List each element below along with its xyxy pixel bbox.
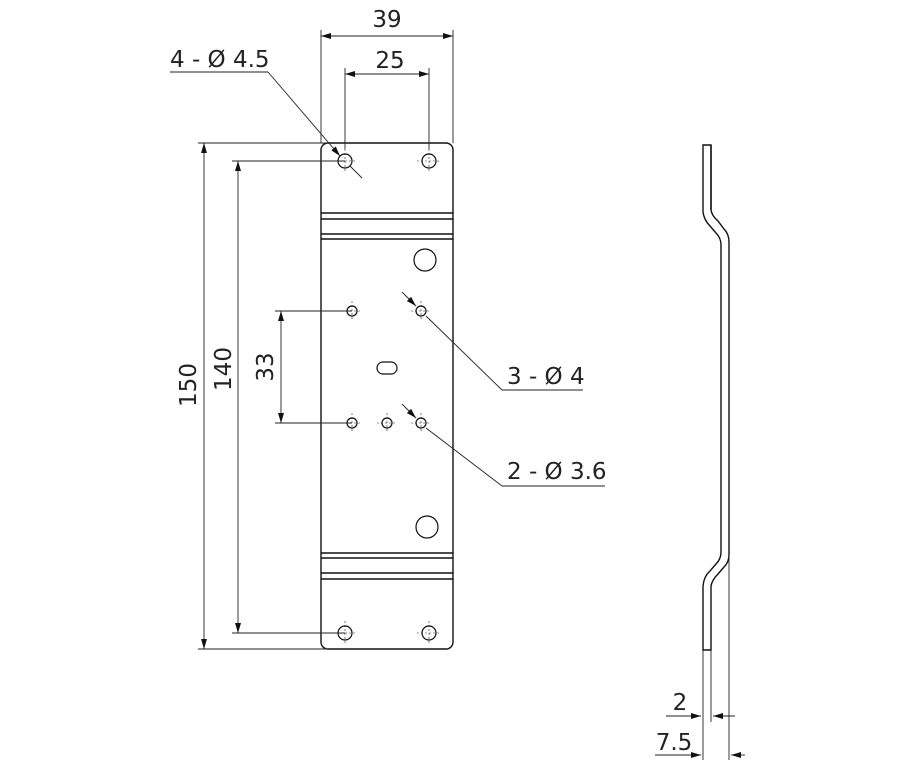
top-bend-lines [321,212,453,240]
side-profile [702,144,730,651]
dim-offset-depth-label: 7.5 [656,730,693,756]
large-hole-bottom [415,515,439,539]
dim-overall-height: 150 [176,142,328,650]
dim-overall-height-label: 150 [176,363,202,407]
hole-mid-lower-right [411,413,431,433]
dim-thickness-label: 2 [673,690,688,716]
dim-hole-spacing-width-label: 25 [375,48,404,74]
dim-hole-spacing-width: 25 [344,48,430,149]
dim-offset-depth: 7.5 [655,555,745,760]
middle-holes [342,301,431,433]
large-hole-top [413,248,437,272]
callout-lower-holes: 2 - Ø 3.6 [401,403,607,487]
dim-hole-spacing-height-label: 140 [211,347,237,391]
callout-lower-holes-label: 2 - Ø 3.6 [507,459,607,485]
hole-top-right [417,149,441,173]
plate-outline [320,142,454,650]
hole-mid-lower-center [377,413,397,433]
bottom-bend-lines [321,552,453,580]
front-view [320,142,454,650]
dim-middle-hole-spacing: 33 [253,310,352,424]
hole-bottom-right [417,621,441,645]
dim-overall-width: 39 [320,7,454,143]
dim-overall-width-label: 39 [372,7,401,33]
center-slot [376,361,398,375]
dim-hole-spacing-height: 140 [211,160,345,634]
side-view [702,144,730,651]
callout-upper-holes: 3 - Ø 4 [401,291,585,391]
hole-mid-upper-right [411,301,431,321]
callout-corner-holes-label: 4 - Ø 4.5 [170,47,270,73]
corner-holes [333,149,441,645]
callout-upper-holes-label: 3 - Ø 4 [507,364,585,390]
callout-corner-holes: 4 - Ø 4.5 [170,47,363,179]
dim-middle-hole-spacing-label: 33 [253,352,279,381]
dim-thickness: 2 [666,650,735,760]
